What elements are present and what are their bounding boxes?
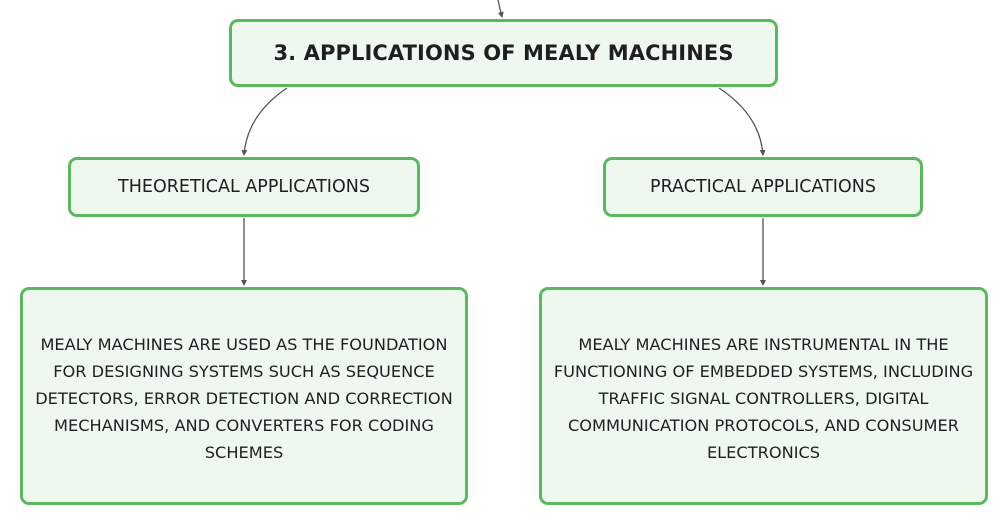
connector-root-to-practical (718, 87, 766, 156)
theoretical-applications-label: THEORETICAL APPLICATIONS (118, 177, 370, 197)
practical-applications-node[interactable]: PRACTICAL APPLICATIONS (603, 157, 923, 217)
connector-incoming-root (497, 0, 504, 18)
theoretical-applications-detail-text: MEALY MACHINES ARE USED AS THE FOUNDATIO… (35, 334, 453, 462)
theoretical-applications-detail-node[interactable]: MEALY MACHINES ARE USED AS THE FOUNDATIO… (20, 287, 468, 505)
practical-applications-detail-node[interactable]: MEALY MACHINES ARE INSTRUMENTAL IN THE F… (539, 287, 988, 505)
root-node-label: 3. APPLICATIONS OF MEALY MACHINES (273, 41, 734, 65)
practical-applications-label: PRACTICAL APPLICATIONS (650, 177, 876, 197)
root-node[interactable]: 3. APPLICATIONS OF MEALY MACHINES (229, 19, 778, 87)
practical-applications-detail-text: MEALY MACHINES ARE INSTRUMENTAL IN THE F… (553, 334, 974, 462)
theoretical-applications-node[interactable]: THEORETICAL APPLICATIONS (68, 157, 420, 217)
connector-root-to-theoretical (241, 87, 288, 156)
